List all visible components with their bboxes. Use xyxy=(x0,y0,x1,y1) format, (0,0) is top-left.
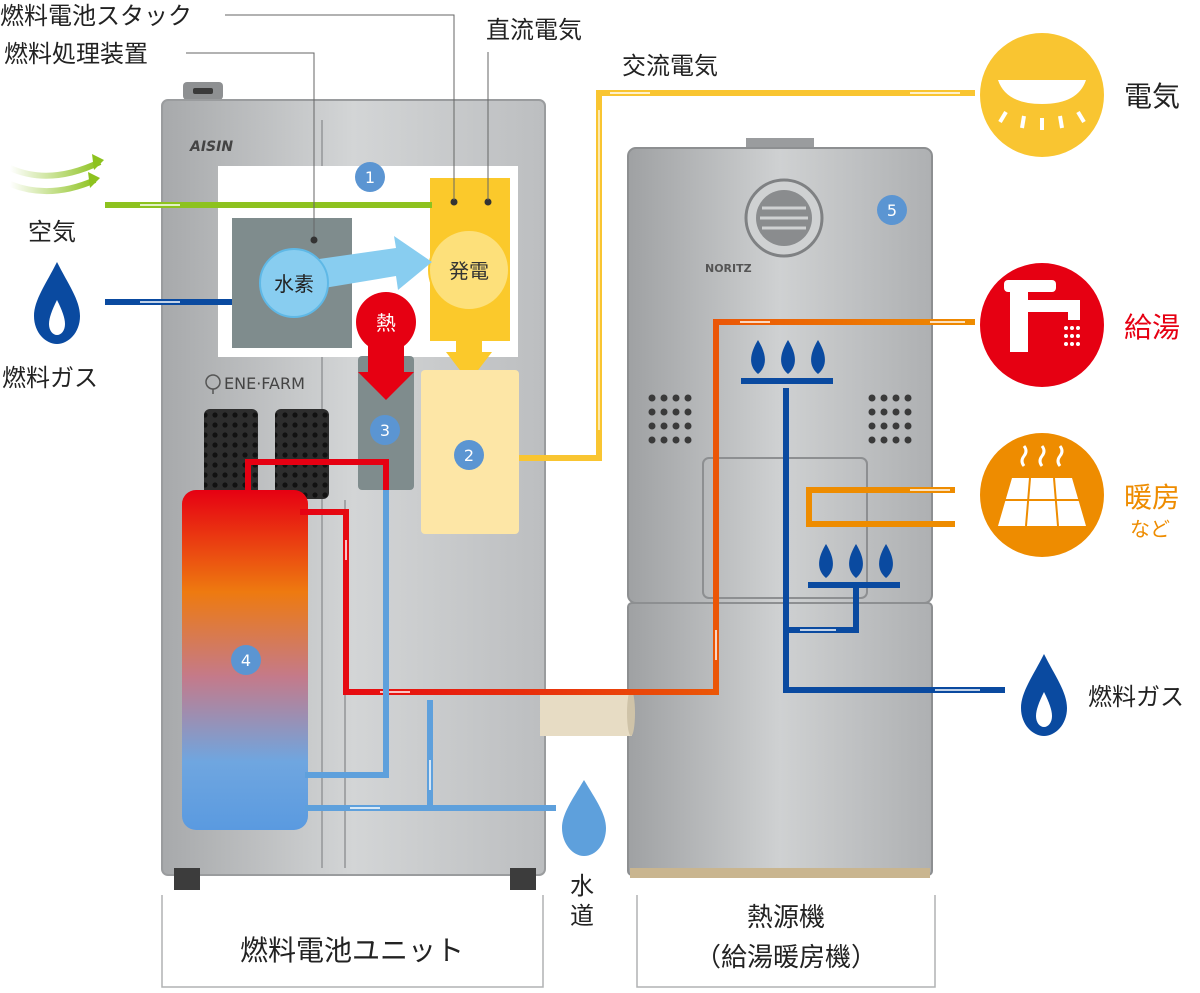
fuel-gas-left-label: 燃料ガス xyxy=(2,364,98,392)
number-marker: 2 xyxy=(454,440,484,470)
enefarm-logo: ENE·FARM xyxy=(224,374,305,393)
number-marker: 3 xyxy=(370,415,400,445)
ac-power-label: 交流電気 xyxy=(622,52,718,80)
number-marker: 5 xyxy=(877,195,907,225)
fuel-cell-unit-bracket xyxy=(161,895,544,988)
svg-text:5: 5 xyxy=(887,201,897,220)
vent-grille xyxy=(275,409,329,499)
heat-loop-line xyxy=(245,459,389,490)
connecting-pipe xyxy=(540,690,632,736)
heat-source-unit: NORITZ xyxy=(627,138,933,878)
svg-text:4: 4 xyxy=(241,651,251,670)
fuel-processor-label: 燃料処理装置 xyxy=(4,40,148,68)
fuel-gas-right-label: 燃料ガス xyxy=(1088,683,1184,711)
heat-label: 熱 xyxy=(376,311,396,335)
vent-grille xyxy=(204,409,258,499)
dc-power-label: 直流電気 xyxy=(486,16,582,44)
aisin-logo: AISIN xyxy=(189,139,233,155)
noritz-logo: NORITZ xyxy=(705,262,752,275)
fuel-cell-unit-title: 燃料電池ユニット xyxy=(240,934,464,967)
heat-source-bracket xyxy=(636,895,936,988)
generation-label: 発電 xyxy=(449,259,489,283)
number-marker: 4 xyxy=(231,645,261,675)
heating-loop-line xyxy=(806,487,955,527)
air-wind-icon xyxy=(8,154,104,195)
fuel-cell-stack-label: 燃料電池スタック xyxy=(0,2,192,30)
water-supply-label-2: 道 xyxy=(570,902,594,930)
gas-flow-line-right xyxy=(783,388,1005,693)
faucet-icon xyxy=(980,263,1104,387)
water-supply-label-1: 水 xyxy=(570,872,594,900)
gas-flame-icon xyxy=(741,340,900,588)
electricity-label: 電気 xyxy=(1124,80,1180,113)
svg-text:3: 3 xyxy=(380,421,390,440)
heating-etc-label: など xyxy=(1130,517,1170,541)
water-drop-icon xyxy=(562,780,606,856)
hot-water-label: 給湯 xyxy=(1124,311,1180,344)
heat-bubble xyxy=(356,292,416,352)
heating-label: 暖房 xyxy=(1124,481,1180,514)
number-marker: 1 xyxy=(355,162,385,192)
water-drop-icon xyxy=(34,262,80,344)
svg-text:1: 1 xyxy=(365,168,375,187)
heat-source-subtitle: （給湯暖房機） xyxy=(695,943,877,973)
enefarm-tree-icon xyxy=(205,374,221,394)
cooling-water-line xyxy=(305,490,389,778)
svg-text:2: 2 xyxy=(464,446,474,465)
heat-source-title: 熱源機 xyxy=(747,903,825,933)
hydrogen-label: 水素 xyxy=(274,272,314,296)
lamp-icon xyxy=(980,33,1104,157)
floor-heating-icon xyxy=(980,433,1104,557)
gas-flame-icon xyxy=(1021,654,1067,736)
air-label: 空気 xyxy=(28,218,76,246)
